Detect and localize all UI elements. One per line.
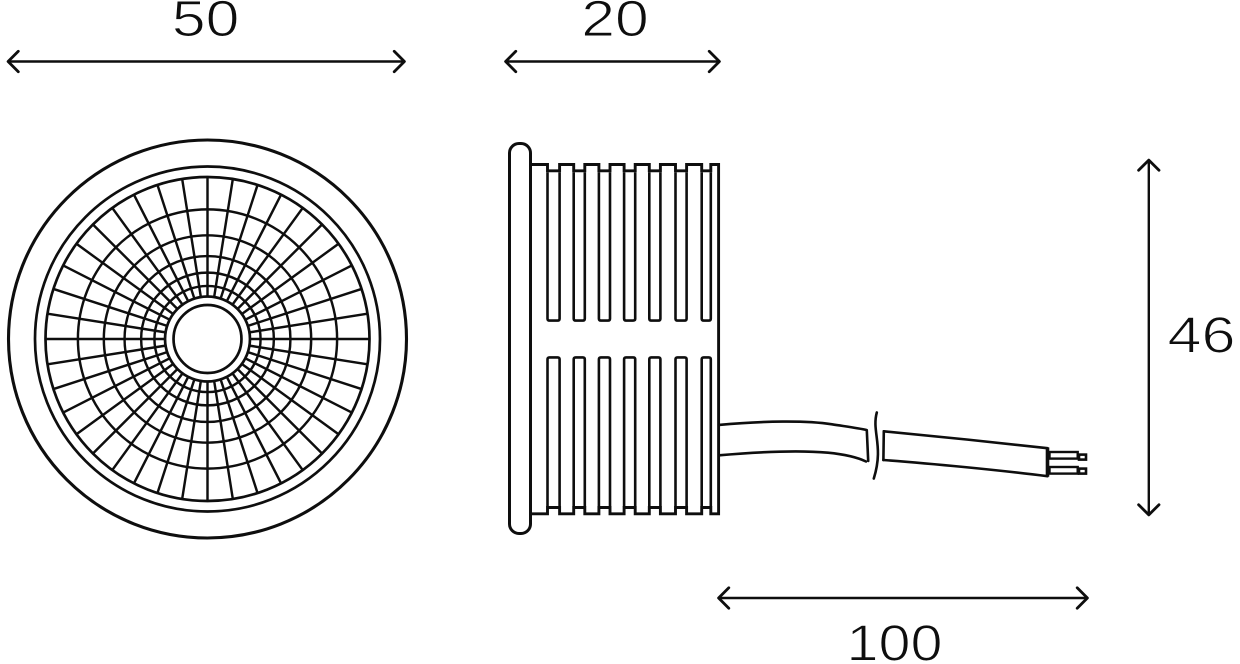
- svg-text:20: 20: [581, 0, 649, 47]
- svg-text:100: 100: [847, 615, 943, 664]
- svg-text:46: 46: [1168, 307, 1236, 364]
- svg-text:50: 50: [172, 0, 240, 47]
